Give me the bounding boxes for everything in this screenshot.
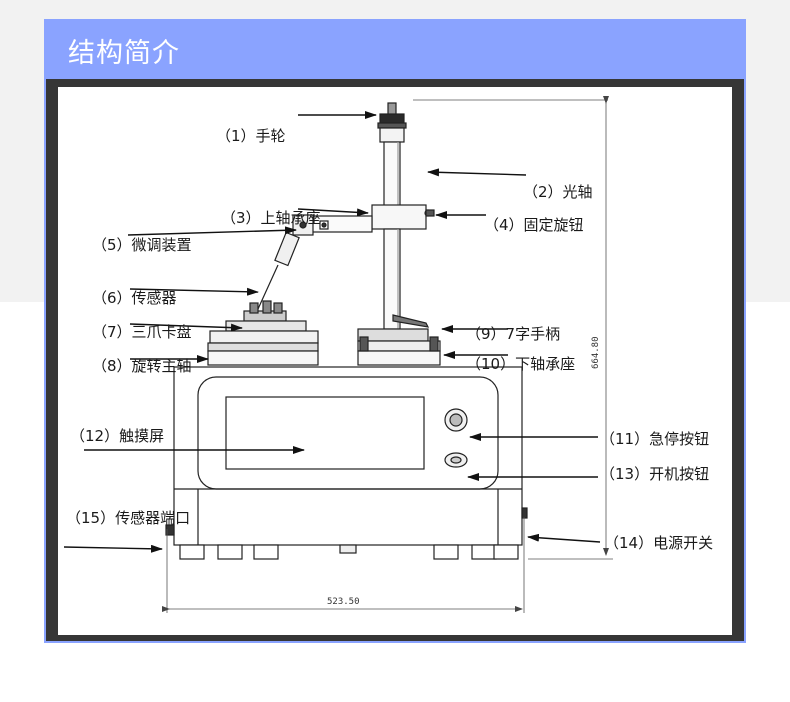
machine-diagram: 523.50 664.80 （1）手轮 xyxy=(63,96,713,613)
label-estop: （11）急停按钮 xyxy=(600,430,709,448)
label-spindle: （8）旋转主轴 xyxy=(92,357,192,375)
label-handwheel: （1）手轮 xyxy=(216,127,286,145)
label-power-switch: （14）电源开关 xyxy=(604,534,713,552)
label-sensor: （6）传感器 xyxy=(92,289,177,307)
label-chuck: （7）三爪卡盘 xyxy=(92,323,192,341)
panel-title: 结构简介 xyxy=(68,38,180,69)
label-touchscreen: （12）触摸屏 xyxy=(70,427,164,445)
dimension-lines xyxy=(162,96,613,613)
label-fix-knob: （4）固定旋钮 xyxy=(484,216,584,234)
annotation-arrows xyxy=(63,111,601,553)
label-optical-axis: （2）光轴 xyxy=(523,183,593,201)
label-fine-adjust: （5）微调装置 xyxy=(92,236,192,254)
width-dimension: 523.50 xyxy=(327,597,360,607)
structure-panel: 结构简介 xyxy=(44,19,746,643)
label-lower-bearing: （10）下轴承座 xyxy=(466,355,575,373)
panel-header: 结构简介 xyxy=(46,21,744,79)
label-power-button: （13）开机按钮 xyxy=(600,465,709,483)
height-dimension: 664.80 xyxy=(591,336,601,369)
label-upper-bearing: （3）上轴承座 xyxy=(221,209,321,227)
diagram-canvas: 523.50 664.80 （1）手轮 xyxy=(58,87,732,635)
machine-outline xyxy=(165,102,528,560)
label-7-handle: （9）7字手柄 xyxy=(466,325,560,343)
label-sensor-port: （15）传感器端口 xyxy=(66,509,190,527)
